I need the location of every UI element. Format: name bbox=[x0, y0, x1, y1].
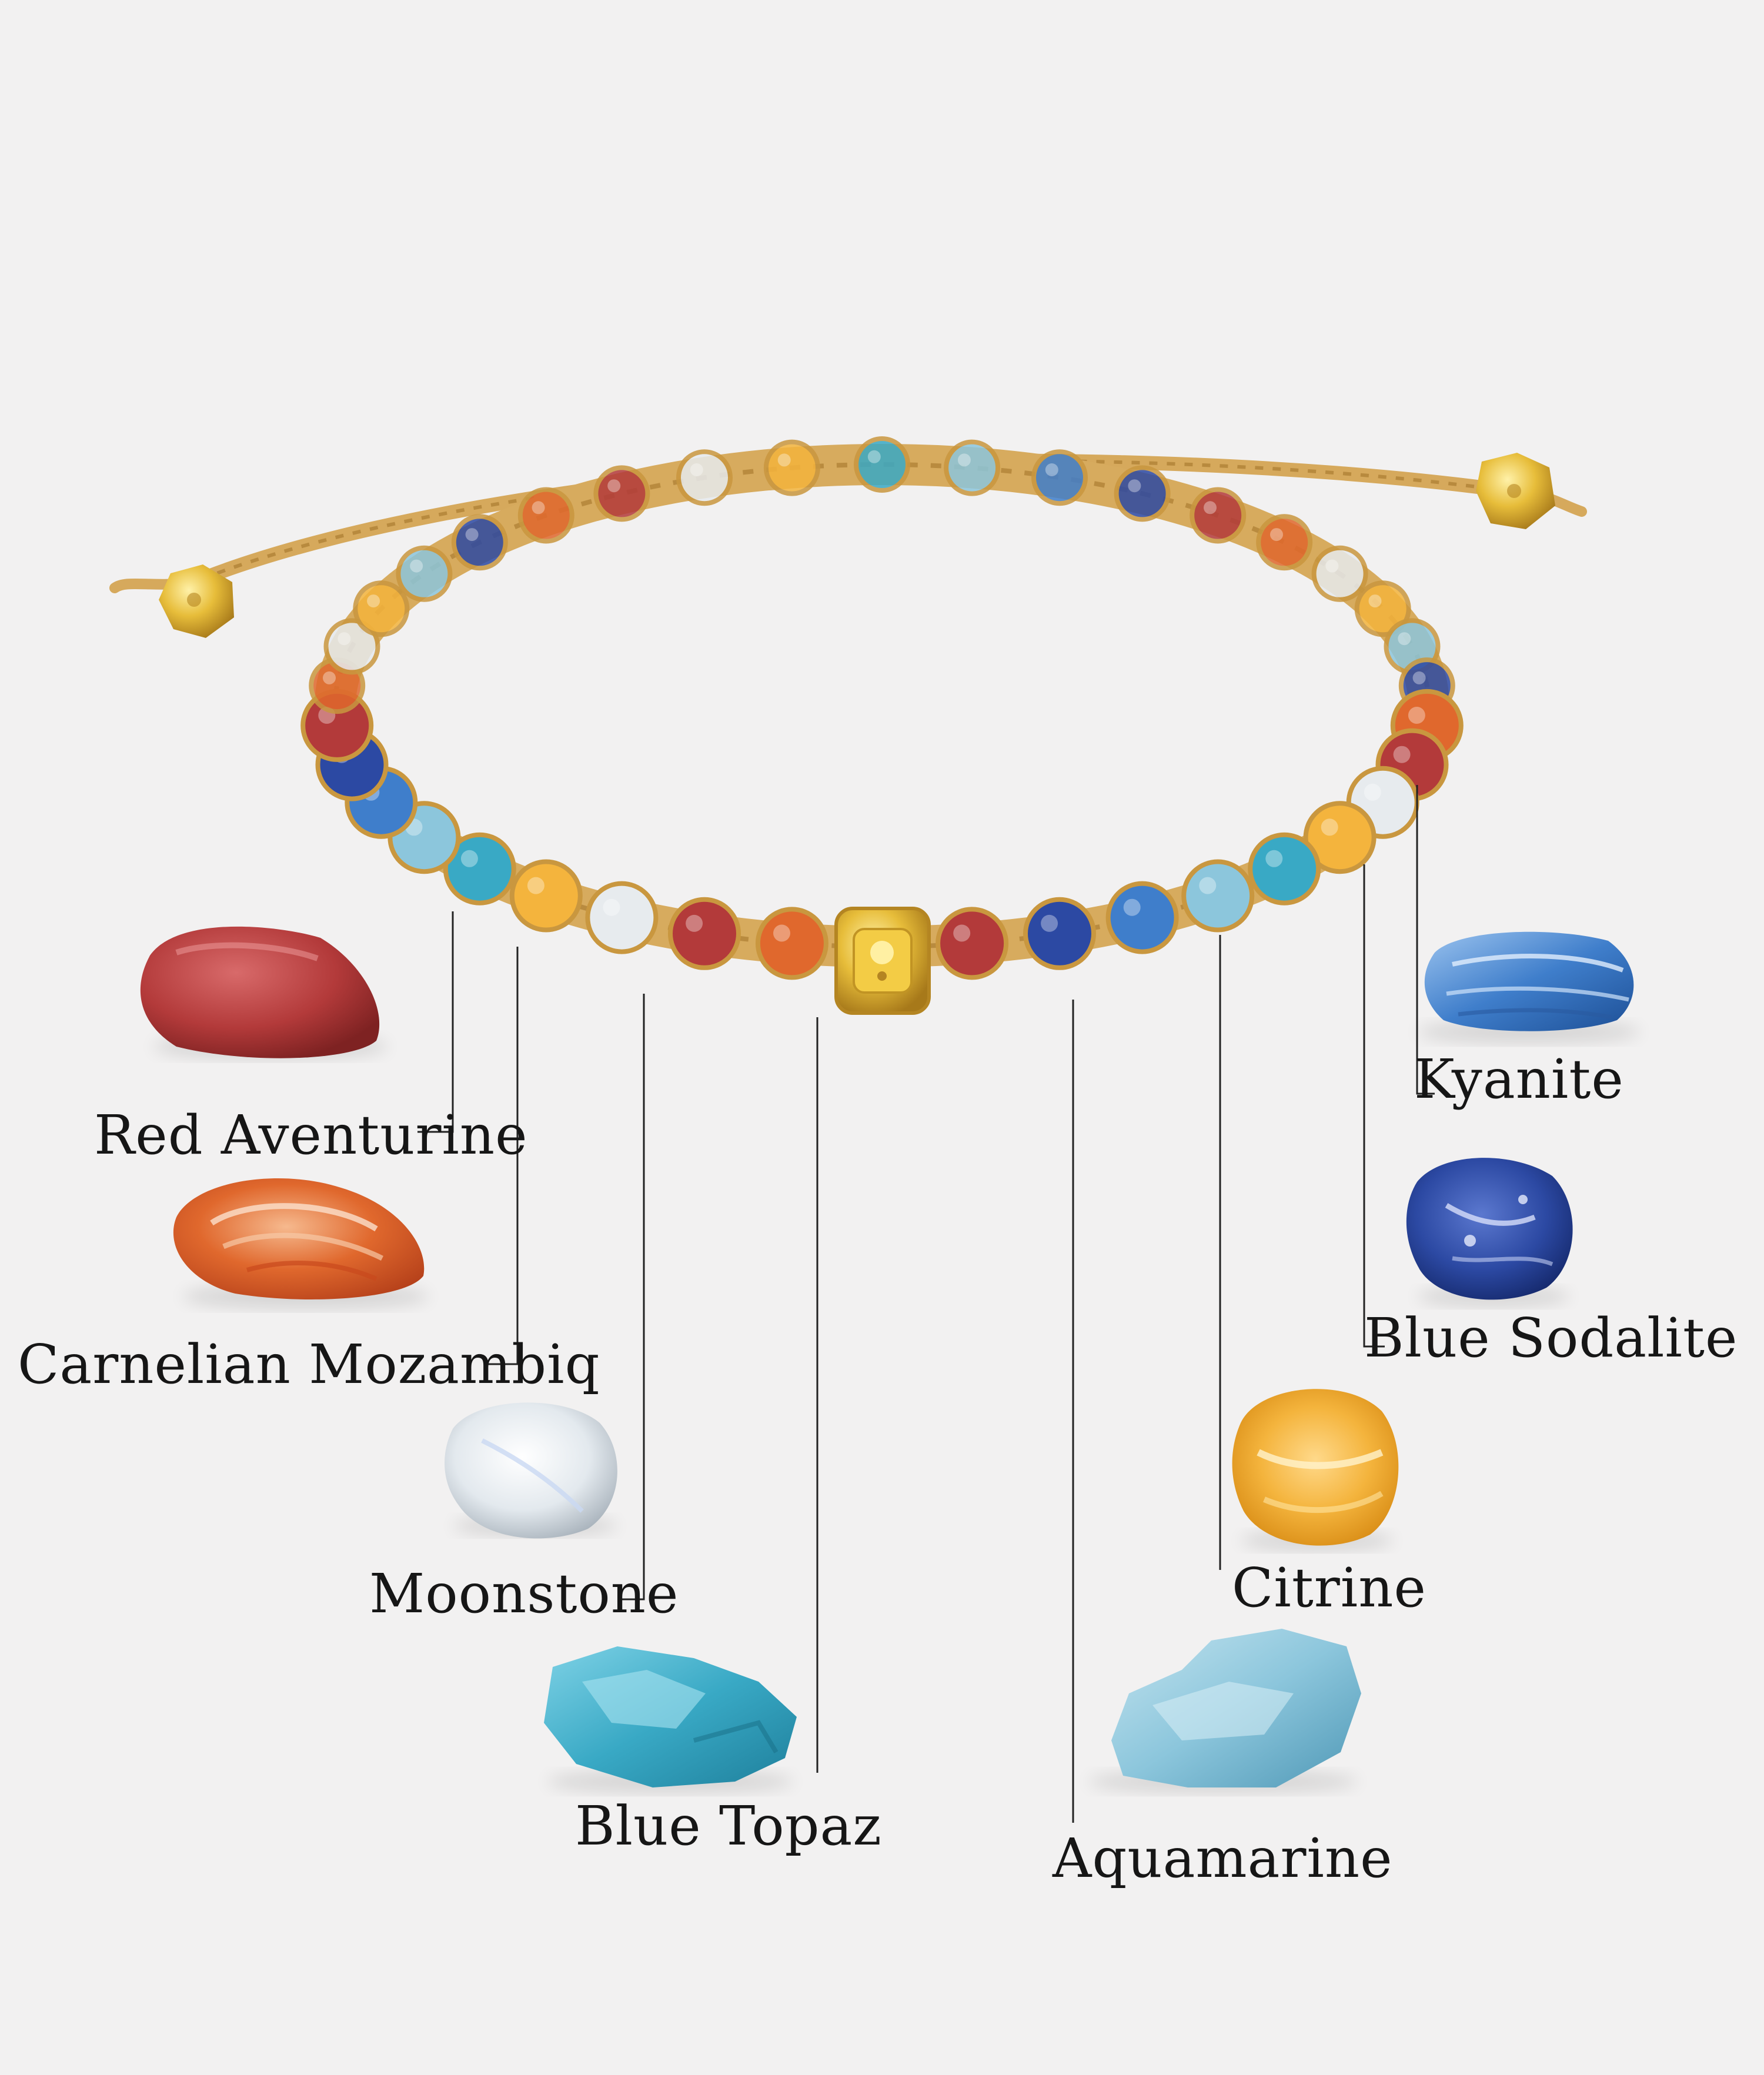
bracelet bbox=[109, 436, 1587, 1015]
bead bbox=[323, 618, 380, 675]
bead bbox=[1023, 897, 1096, 970]
bead-highlight bbox=[1393, 746, 1411, 763]
bead bbox=[1256, 514, 1313, 571]
bead-highlight bbox=[1368, 594, 1382, 608]
bead bbox=[1354, 580, 1411, 637]
bead-highlight bbox=[323, 671, 336, 684]
bead bbox=[936, 907, 1009, 980]
bead-highlight bbox=[1204, 501, 1217, 514]
bead-highlight bbox=[867, 450, 881, 463]
bead bbox=[763, 439, 820, 496]
bead-highlight bbox=[1123, 898, 1141, 916]
bead-highlight bbox=[1041, 914, 1058, 932]
gold-nugget-right bbox=[1476, 453, 1555, 529]
bead bbox=[443, 832, 516, 905]
bead-highlight bbox=[1325, 559, 1339, 573]
label-carnelian-mozambiq: Carnelian Mozambiq bbox=[18, 1333, 600, 1396]
moonstone-stone-icon bbox=[445, 1402, 617, 1539]
label-blue-topaz: Blue Topaz bbox=[575, 1795, 882, 1857]
bead-strand bbox=[300, 436, 1464, 980]
bead-highlight bbox=[460, 850, 478, 867]
kyanite-stone-icon bbox=[1417, 931, 1641, 1042]
bead bbox=[593, 465, 650, 522]
bead-highlight bbox=[1045, 463, 1058, 476]
bead bbox=[854, 436, 910, 493]
bead-highlight bbox=[1408, 707, 1425, 724]
bead-highlight bbox=[410, 559, 423, 573]
leader-line-red-aventurine bbox=[417, 911, 454, 1133]
label-moonstone: Moonstone bbox=[369, 1562, 679, 1625]
bead-highlight bbox=[367, 594, 380, 608]
bead bbox=[353, 580, 410, 637]
citrine-stone-icon bbox=[1232, 1389, 1399, 1550]
sodalite-stone-icon bbox=[1406, 1158, 1573, 1306]
label-aquamarine: Aquamarine bbox=[1053, 1827, 1393, 1890]
bead bbox=[509, 859, 583, 933]
bead-highlight bbox=[1265, 850, 1283, 867]
label-citrine: Citrine bbox=[1232, 1556, 1426, 1619]
bead-highlight bbox=[1398, 632, 1411, 646]
bead bbox=[1105, 881, 1179, 954]
gold-center-bead bbox=[834, 907, 931, 1015]
bead-highlight bbox=[953, 924, 971, 942]
bead-highlight bbox=[1364, 783, 1381, 801]
bead bbox=[1190, 487, 1247, 544]
label-kyanite: Kyanite bbox=[1414, 1048, 1624, 1111]
bead bbox=[668, 897, 741, 970]
leader-lines bbox=[417, 785, 1435, 1823]
label-blue-sodalite: Blue Sodalite bbox=[1364, 1307, 1738, 1369]
bead-highlight bbox=[777, 453, 791, 467]
leader-line-kyanite bbox=[1416, 785, 1435, 1095]
bead-highlight bbox=[690, 463, 703, 476]
bead-highlight bbox=[465, 528, 479, 542]
bead bbox=[1248, 832, 1321, 905]
bead bbox=[1311, 545, 1368, 602]
bead-highlight bbox=[338, 632, 351, 646]
red-aventurine-stone-icon bbox=[140, 926, 388, 1058]
bead bbox=[1181, 859, 1255, 933]
bead bbox=[396, 545, 453, 602]
bead bbox=[944, 439, 1001, 496]
bead-highlight bbox=[1321, 818, 1338, 836]
bead bbox=[451, 514, 508, 571]
bead-highlight bbox=[527, 877, 544, 894]
leader-line-carnelian bbox=[488, 947, 519, 1365]
bead bbox=[517, 487, 574, 544]
bead-highlight bbox=[532, 501, 545, 514]
gold-nugget-left bbox=[159, 564, 234, 638]
bead-highlight bbox=[603, 898, 620, 916]
bead-highlight bbox=[1199, 877, 1217, 894]
bead-highlight bbox=[607, 479, 621, 493]
bead-highlight bbox=[957, 453, 971, 467]
bead bbox=[1031, 449, 1088, 506]
carnelian-stone-icon bbox=[173, 1178, 429, 1308]
bead bbox=[585, 881, 659, 954]
bead bbox=[1303, 801, 1377, 874]
bead-highlight bbox=[1270, 528, 1283, 542]
leader-line-moonstone bbox=[617, 994, 645, 1600]
aquamarine-stone-icon bbox=[1088, 1629, 1361, 1792]
leader-line-blue-sodalite bbox=[1363, 864, 1385, 1348]
bead bbox=[755, 907, 828, 980]
bead-highlight bbox=[1128, 479, 1141, 493]
label-red-aventurine: Red Aventurine bbox=[94, 1104, 528, 1167]
bead bbox=[1114, 465, 1171, 522]
bead bbox=[676, 449, 733, 506]
bead-highlight bbox=[686, 914, 703, 932]
blue-topaz-stone-icon bbox=[544, 1646, 797, 1792]
bead-highlight bbox=[773, 924, 790, 942]
bead-highlight bbox=[1412, 671, 1426, 684]
